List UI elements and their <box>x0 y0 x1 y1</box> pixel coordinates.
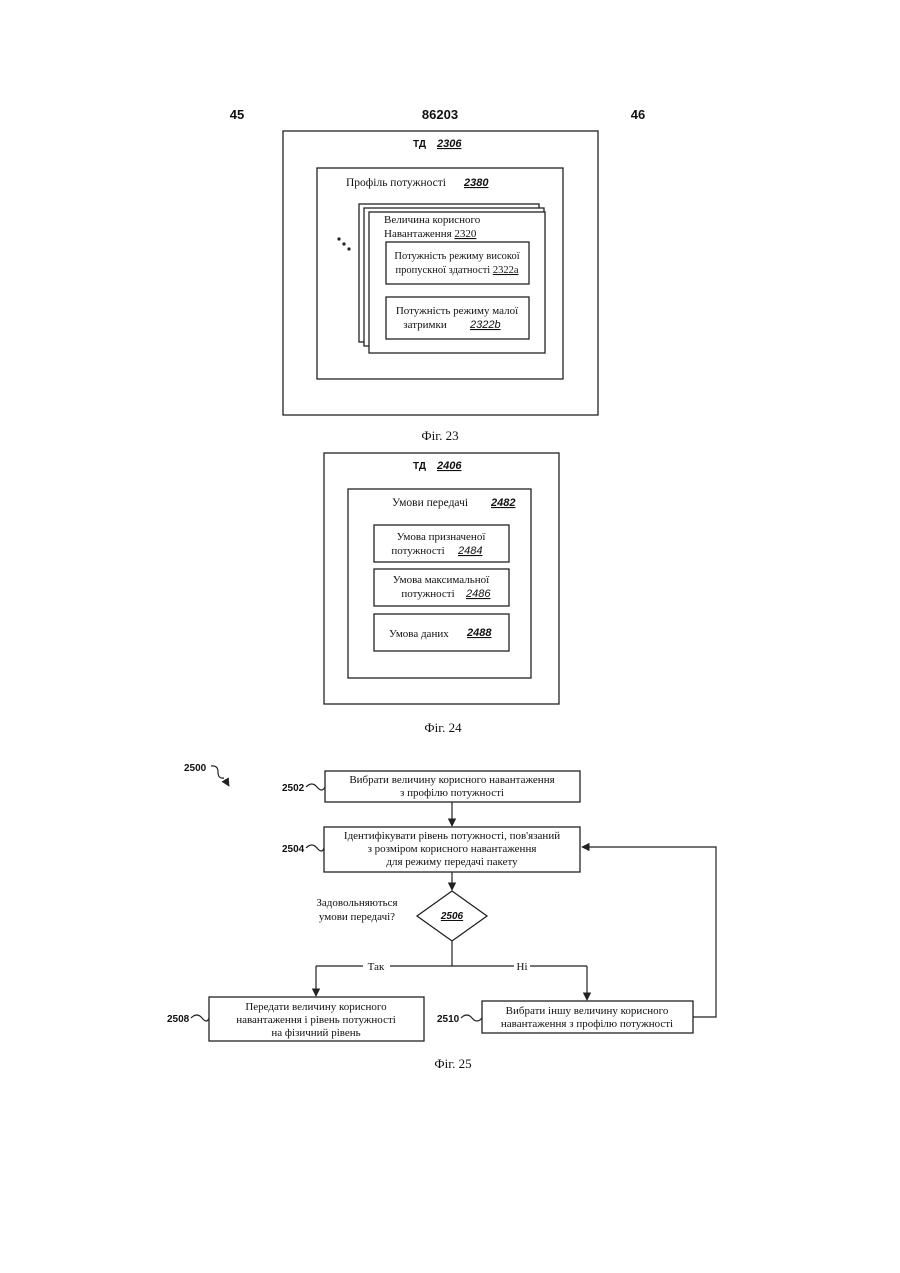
step-2504-ref: 2504 <box>282 844 305 855</box>
step-2508-leader <box>191 1015 209 1021</box>
loop-back-line <box>582 847 716 1017</box>
payload-size-label-line2: Навантаження 2320 <box>384 228 477 240</box>
td-2406-ref: 2406 <box>436 460 462 472</box>
low-latency-power-box <box>386 297 529 339</box>
flowchart-ref: 2500 <box>184 763 207 774</box>
step-2510-line2: навантаження з профілю потужності <box>501 1018 673 1030</box>
high-throughput-line2: пропускної здатності 2322a <box>395 265 518 276</box>
assigned-power-line1: Умова призначеної <box>397 531 487 543</box>
step-2504-line1: Ідентифікувати рівень потужності, пов'яз… <box>344 830 560 842</box>
figure-25-caption: Фіг. 25 <box>434 1056 471 1071</box>
stack-ellipsis-dot <box>337 237 340 240</box>
step-2510-leader <box>461 1015 482 1021</box>
td-2306-label: ТД <box>413 139 426 150</box>
step-2504-line3: для режиму передачі пакету <box>386 856 518 868</box>
transmission-conditions-ref: 2482 <box>490 497 515 509</box>
step-2508-line1: Передати величину корисного <box>245 1001 387 1013</box>
yes-label: Так <box>368 961 385 973</box>
high-throughput-line2-text: пропускної здатності <box>395 265 490 276</box>
step-2510-line1: Вибрати іншу величину корисного <box>506 1005 669 1017</box>
power-profile-ref: 2380 <box>463 177 489 189</box>
no-label: Ні <box>517 961 528 973</box>
decision-2506-ref: 2506 <box>440 911 464 922</box>
low-latency-line1: Потужність режиму малої <box>396 305 519 317</box>
transmission-conditions-label: Умови передачі <box>392 497 468 509</box>
data-condition-ref: 2488 <box>466 627 492 639</box>
figure-25: 2500 2502 Вибрати величину корисного нав… <box>167 763 716 1071</box>
high-throughput-line1: Потужність режиму високої <box>394 251 519 262</box>
step-2508-ref: 2508 <box>167 1014 190 1025</box>
figure-24-caption: Фіг. 24 <box>424 720 462 735</box>
step-2502-line2: з профілю потужності <box>400 787 504 799</box>
step-2508-line3: на фізичний рівень <box>271 1027 360 1039</box>
max-power-line1: Умова максимальної <box>393 574 490 586</box>
max-power-ref: 2486 <box>465 588 491 600</box>
assigned-power-line2: потужності <box>391 545 444 557</box>
step-2504-line2: з розміром корисного навантаження <box>368 843 537 855</box>
step-2508-line2: навантаження і рівень потужності <box>236 1014 396 1026</box>
max-power-line2: потужності <box>401 588 454 600</box>
step-2510-ref: 2510 <box>437 1014 460 1025</box>
decision-question-line1: Задовольняються <box>316 897 397 909</box>
document-number: 86203 <box>422 107 458 122</box>
decision-question-line2: умови передачі? <box>319 911 395 923</box>
payload-size-label-line1: Величина корисного <box>384 214 481 226</box>
high-throughput-power-box <box>386 242 529 284</box>
step-2502-line1: Вибрати величину корисного навантаження <box>349 774 554 786</box>
right-page-number: 46 <box>631 107 645 122</box>
payload-size-label-line2-text: Навантаження <box>384 228 452 240</box>
step-2504-leader <box>306 845 324 851</box>
flowchart-ref-arrow <box>226 781 229 786</box>
low-latency-line2: затримки <box>403 319 447 331</box>
assigned-power-ref: 2484 <box>457 545 482 557</box>
step-2502-leader <box>306 784 325 790</box>
data-condition-label: Умова даних <box>389 628 449 640</box>
figure-23: ТД 2306 Профіль потужності 2380 Величина… <box>283 131 598 443</box>
power-profile-label: Профіль потужності <box>346 177 446 189</box>
td-2306-ref: 2306 <box>436 138 462 150</box>
payload-size-ref: 2320 <box>454 228 477 240</box>
flowchart-ref-leader <box>211 766 224 778</box>
step-2502-ref: 2502 <box>282 783 305 794</box>
stack-ellipsis-dot <box>342 242 345 245</box>
high-throughput-ref: 2322a <box>493 265 519 276</box>
stack-ellipsis-dot <box>347 247 350 250</box>
figure-24: ТД 2406 Умови передачі 2482 Умова призна… <box>324 453 559 735</box>
low-latency-ref: 2322b <box>469 319 501 331</box>
left-page-number: 45 <box>230 107 244 122</box>
figure-23-caption: Фіг. 23 <box>421 428 458 443</box>
td-2406-label: ТД <box>413 461 426 472</box>
